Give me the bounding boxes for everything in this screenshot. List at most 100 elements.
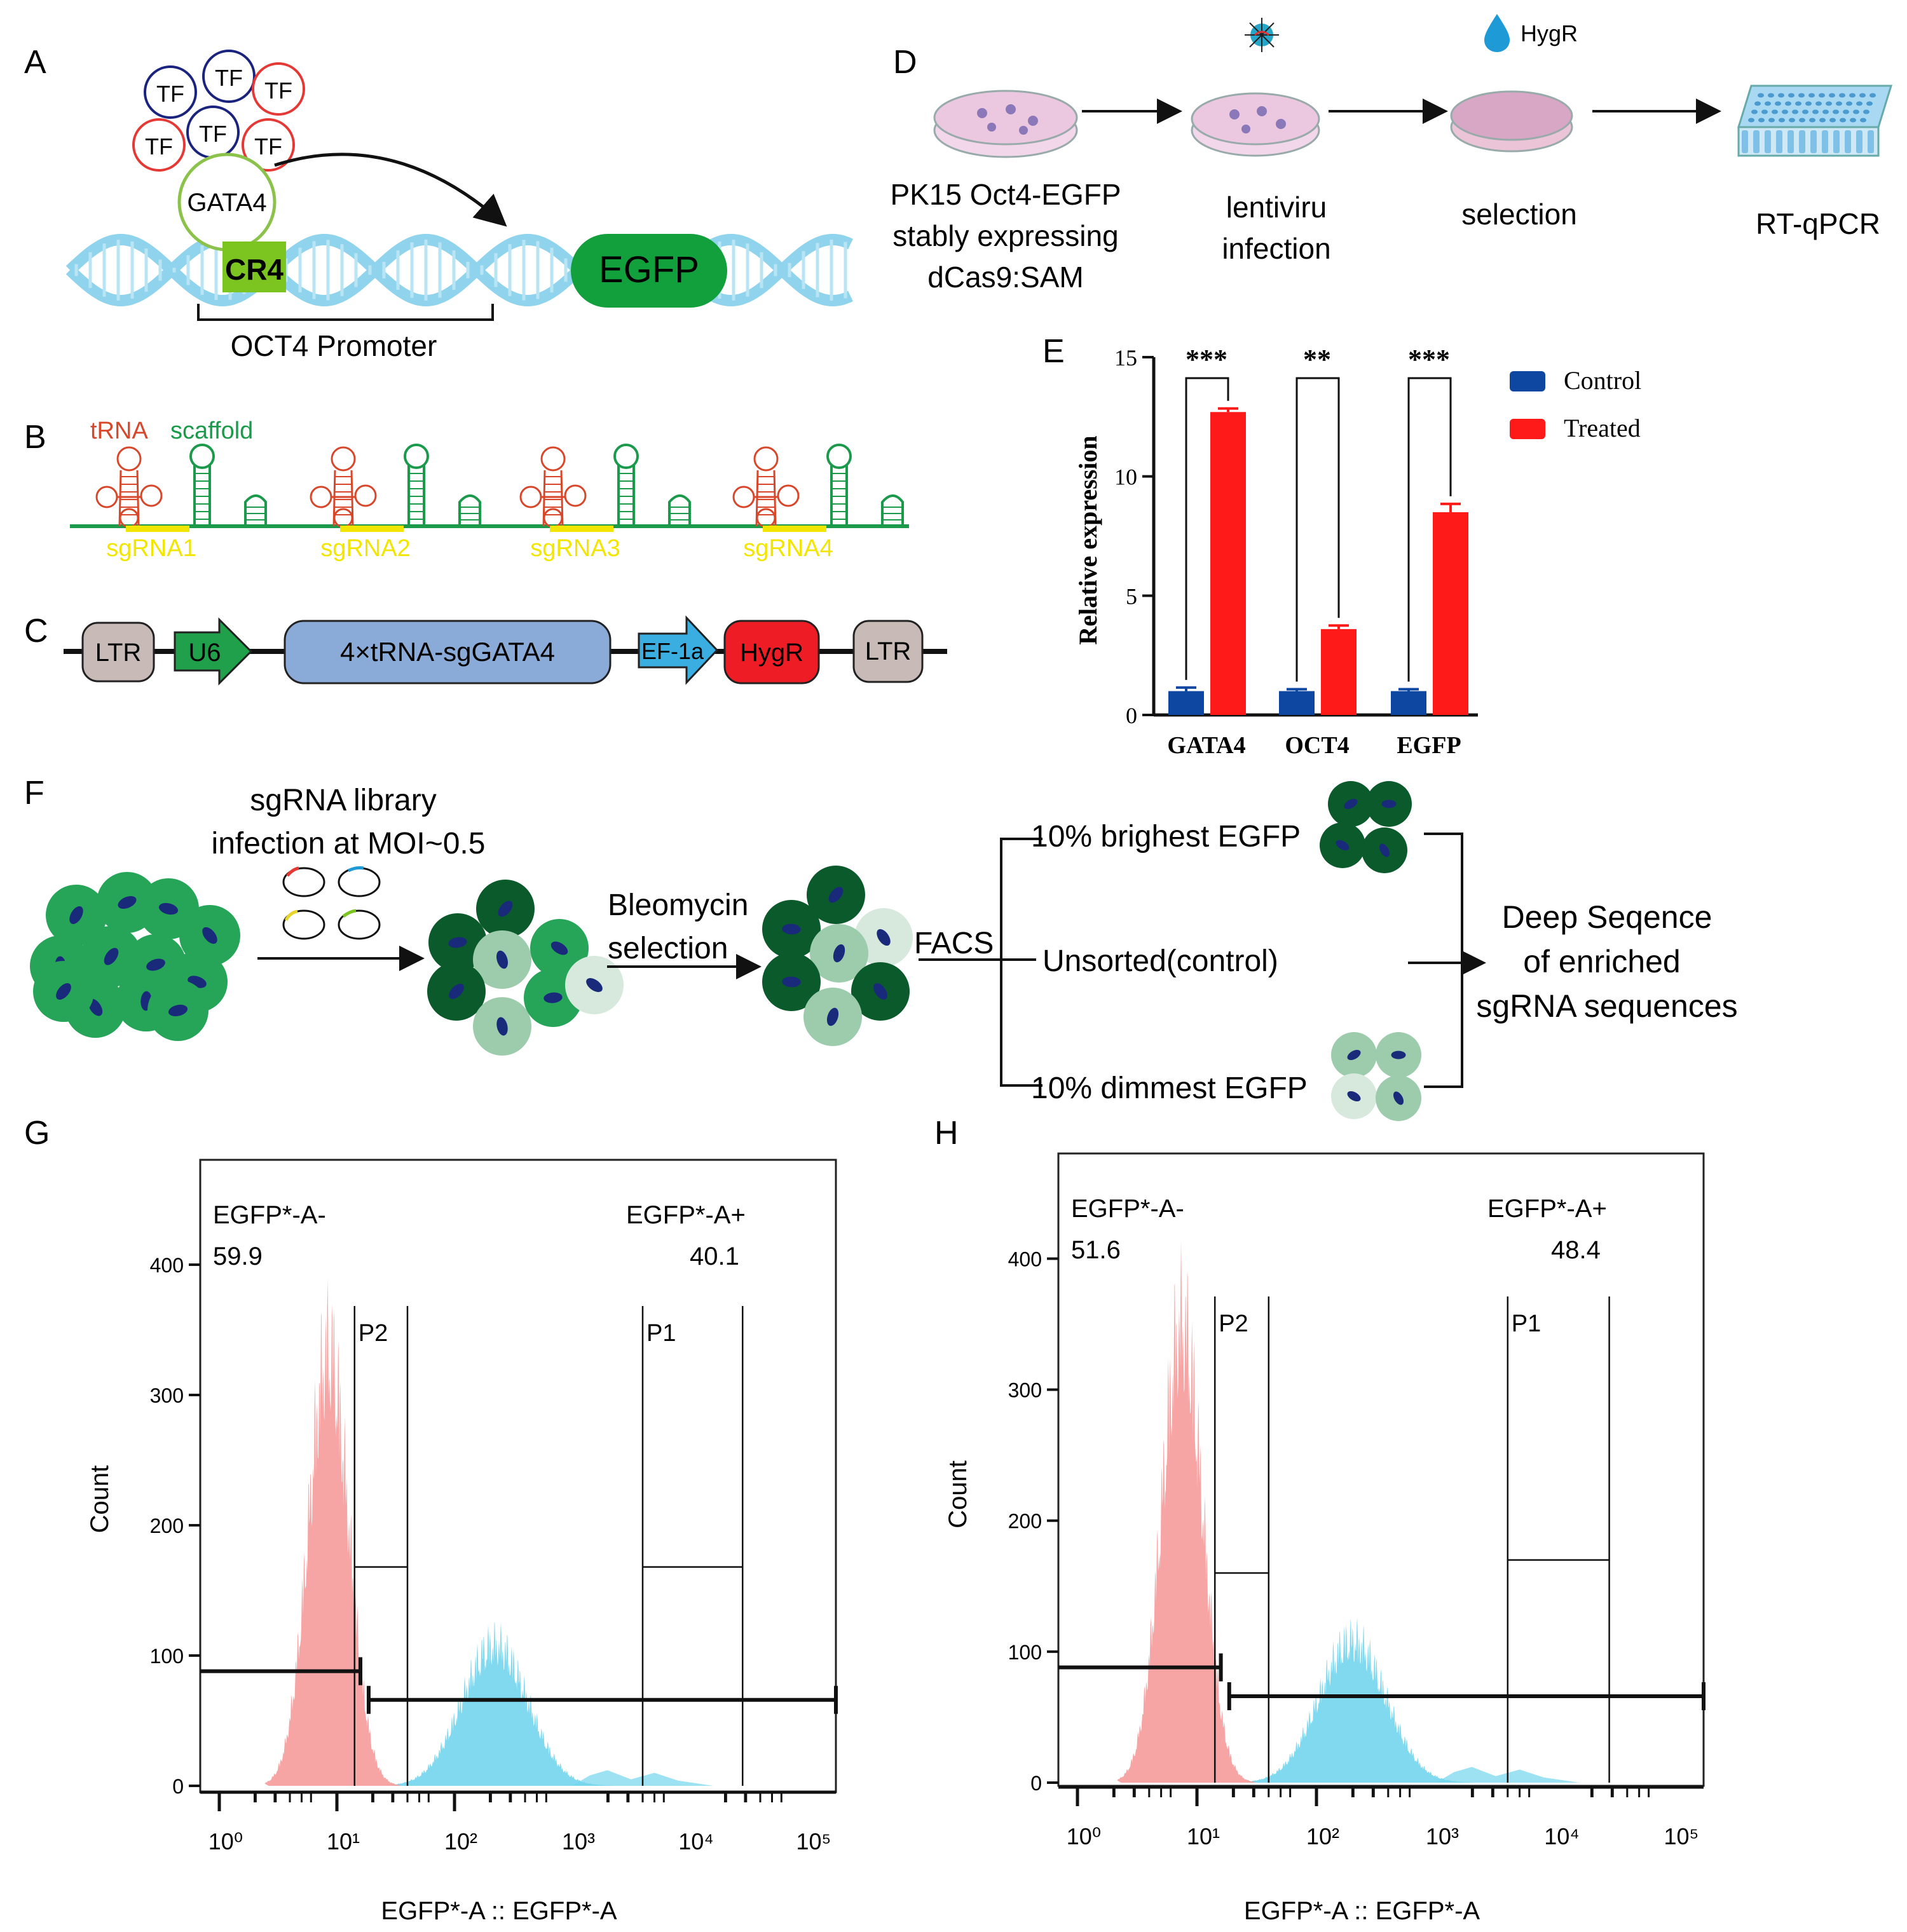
significance-label: ** xyxy=(1303,344,1331,375)
cell-icon xyxy=(1331,1032,1377,1078)
trna-sggata4-box xyxy=(284,620,612,684)
y-tick-label: 0 xyxy=(172,1775,184,1798)
well xyxy=(1869,93,1876,98)
well xyxy=(1779,118,1785,123)
x-tick-label: 10³ xyxy=(1426,1823,1459,1849)
dimmest-label: 10% dimmest EGFP xyxy=(1031,1071,1308,1105)
y-tick-label: 0 xyxy=(1126,703,1137,728)
significance-bracket xyxy=(1407,377,1452,682)
bar-control xyxy=(1391,691,1426,715)
cell-icon xyxy=(147,980,208,1041)
x-tick-label: 10⁴ xyxy=(1544,1823,1580,1849)
egfp-label: EGFP xyxy=(599,249,699,290)
well xyxy=(1768,118,1775,123)
cell-icon xyxy=(1376,1075,1421,1121)
culture-dish-icon xyxy=(933,90,1078,158)
well-tube xyxy=(1845,130,1851,153)
well xyxy=(1826,101,1832,106)
step-2-line-2: infection xyxy=(1222,232,1330,265)
hygr-reagent-label: HygR xyxy=(1521,20,1578,46)
well xyxy=(1856,101,1863,106)
hygr-box xyxy=(723,620,820,684)
well-tube xyxy=(1799,130,1805,153)
well-tube xyxy=(1833,130,1840,153)
trna-sgrna-unit: sgRNA3 xyxy=(519,444,691,562)
cr4-label: CR4 xyxy=(225,253,284,286)
bars xyxy=(1168,407,1468,715)
positive-gate-bar xyxy=(366,1685,838,1714)
cell-icon xyxy=(1320,822,1365,868)
well xyxy=(1849,93,1856,98)
well xyxy=(1853,109,1859,114)
cell-icon xyxy=(803,988,862,1046)
x-tick-label: 10² xyxy=(1306,1823,1339,1849)
step-1-line-3: dCas9:SAM xyxy=(927,261,1083,294)
hygromycin-drop-icon xyxy=(1484,14,1510,52)
gate-label: P2 xyxy=(359,1320,388,1347)
step-4-label: RT-qPCR xyxy=(1756,207,1880,240)
well xyxy=(1775,101,1781,106)
well-tube xyxy=(1776,130,1782,153)
well xyxy=(1772,109,1778,114)
sgrna-label: sgRNA3 xyxy=(530,535,620,562)
well xyxy=(1758,93,1764,98)
ltr-left-box xyxy=(81,622,155,683)
deep-seq-line-1: Deep Seqence xyxy=(1502,899,1712,935)
panel-letter-a: A xyxy=(24,44,46,81)
trna-sgrna-unit: sgRNA2 xyxy=(310,444,481,562)
well xyxy=(1829,93,1835,98)
plasmid-icon xyxy=(338,909,381,940)
brightest-label: 10% brighest EGFP xyxy=(1031,820,1301,854)
well xyxy=(1850,118,1856,123)
cell-icon xyxy=(179,905,240,966)
step-2-line-1: lentiviru xyxy=(1226,191,1327,224)
gate-label: P2 xyxy=(1219,1310,1248,1337)
library-label-line-2: infection at MOI~0.5 xyxy=(212,827,486,861)
well xyxy=(1840,118,1846,123)
legend-swatch-treated xyxy=(1510,419,1545,439)
bar-treated xyxy=(1210,412,1246,715)
cell-icon xyxy=(473,930,531,989)
well xyxy=(1860,118,1866,123)
well xyxy=(1798,93,1805,98)
cell-icon xyxy=(762,900,821,958)
panel-letter-e: E xyxy=(1042,333,1065,370)
cell-icon xyxy=(1376,1032,1421,1078)
tf-label: TF xyxy=(145,133,173,160)
bar-control xyxy=(1168,691,1204,715)
well xyxy=(1761,109,1768,114)
unsorted-label: Unsorted(control) xyxy=(1042,944,1278,978)
significance-label: *** xyxy=(1408,344,1450,375)
cell-icon xyxy=(33,961,94,1022)
well xyxy=(1812,109,1819,114)
well xyxy=(1782,109,1788,114)
cell-icon xyxy=(1328,781,1374,827)
y-tick-label: 10 xyxy=(1114,465,1137,490)
well-tube xyxy=(1810,130,1817,153)
culture-dish-icon xyxy=(1191,92,1320,157)
gate-pos-label: EGFP*-A+ xyxy=(1487,1195,1607,1223)
legend-label-control: Control xyxy=(1564,366,1641,395)
plasmid-icon xyxy=(282,867,325,897)
well xyxy=(1765,101,1771,106)
tf-circle: TF xyxy=(252,62,305,116)
x-axis-title: EGFP*-A :: EGFP*-A xyxy=(381,1897,617,1925)
x-tick-label: 10¹ xyxy=(1187,1823,1220,1849)
bleomycin-label-line-2: selection xyxy=(608,932,728,965)
well-tube xyxy=(1753,130,1760,153)
well xyxy=(1799,118,1805,123)
dna-strand xyxy=(65,233,853,307)
well xyxy=(1815,101,1822,106)
histogram-positive xyxy=(1245,1617,1473,1783)
bar-treated xyxy=(1433,512,1468,715)
gate-neg-label: EGFP*-A- xyxy=(213,1201,326,1229)
panel-letter-g: G xyxy=(24,1115,50,1152)
well xyxy=(1839,93,1845,98)
gate-p2 xyxy=(1213,1296,1270,1783)
deep-seq-line-2: of enriched xyxy=(1523,944,1680,979)
panel-d-workflow: HygR PK15 Oct4-EGFP stably expressing dC… xyxy=(890,14,1893,294)
